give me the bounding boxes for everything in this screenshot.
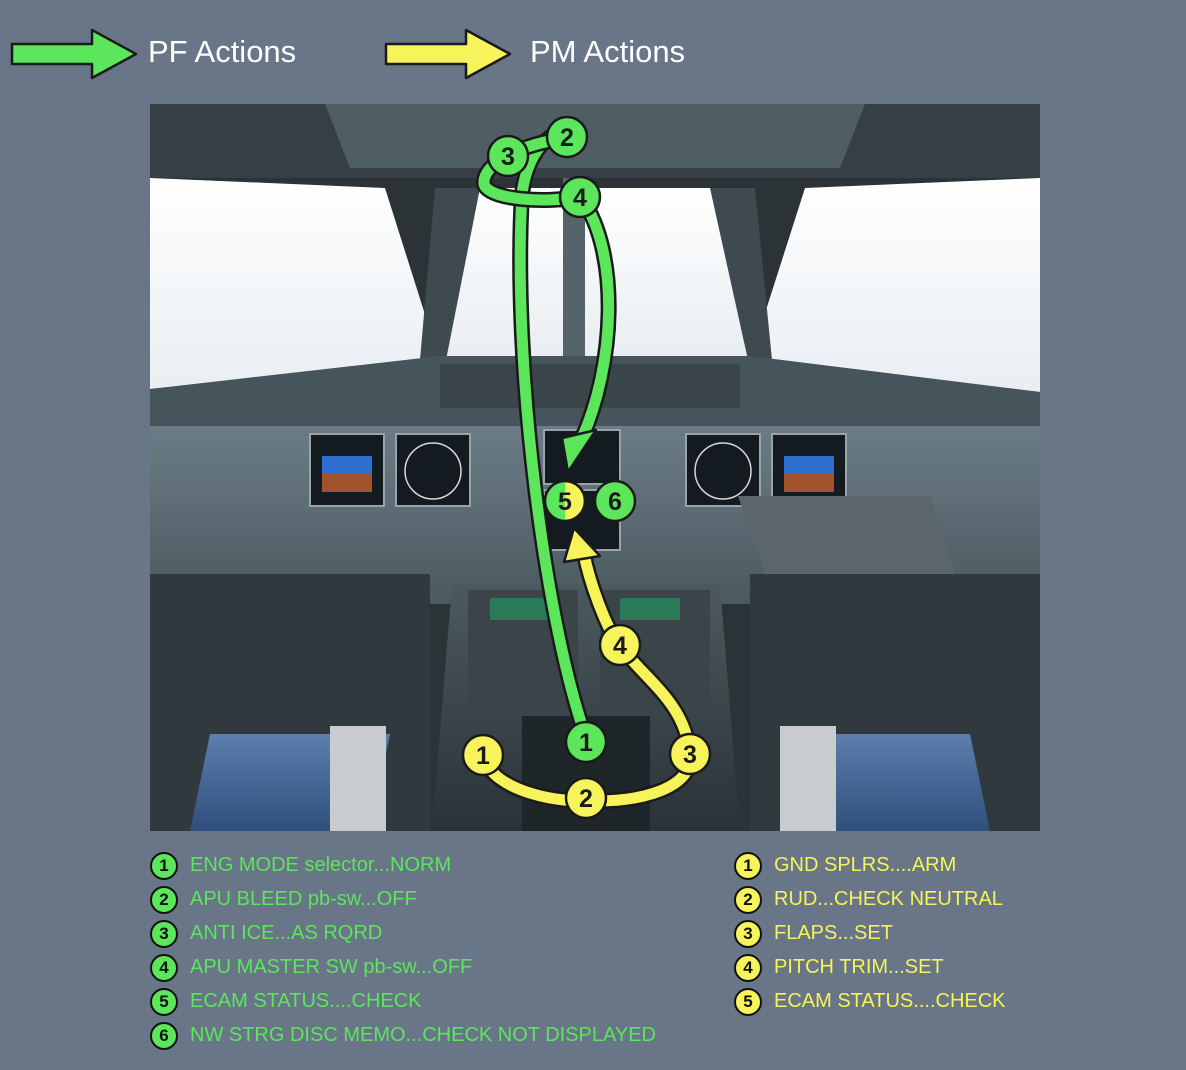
pf-marker-2: 2 bbox=[547, 117, 587, 157]
pf-action-text: ANTI ICE...AS RQRD bbox=[190, 922, 382, 945]
pf-action-text: APU MASTER SW pb-sw...OFF bbox=[190, 956, 472, 979]
step-number-badge: 2 bbox=[150, 886, 178, 914]
step-number-badge: 4 bbox=[150, 954, 178, 982]
pf-action-text: NW STRG DISC MEMO...CHECK NOT DISPLAYED bbox=[190, 1024, 656, 1047]
svg-text:1: 1 bbox=[476, 742, 490, 770]
svg-text:4: 4 bbox=[613, 632, 627, 660]
pm-action-text: PITCH TRIM...SET bbox=[774, 956, 944, 979]
step-number-badge: 1 bbox=[150, 852, 178, 880]
svg-text:4: 4 bbox=[573, 184, 587, 212]
step-number-badge: 6 bbox=[150, 1022, 178, 1050]
pf-marker-6: 6 bbox=[595, 481, 635, 521]
step-number-badge: 1 bbox=[734, 852, 762, 880]
pf-arrow-icon bbox=[10, 28, 138, 80]
svg-text:2: 2 bbox=[560, 124, 574, 152]
cockpit-photo: 1 2 3 4 5 6 1 2 3 4 bbox=[150, 104, 1040, 831]
pm-marker-4: 4 bbox=[600, 625, 640, 665]
step-number-badge: 2 bbox=[734, 886, 762, 914]
svg-text:1: 1 bbox=[579, 729, 593, 757]
pm-arrow-icon bbox=[384, 28, 512, 80]
step-number-badge: 3 bbox=[734, 920, 762, 948]
pm-action-text: ECAM STATUS....CHECK bbox=[774, 990, 1006, 1013]
pm-marker-1: 1 bbox=[463, 735, 503, 775]
legend-pf-label: PF Actions bbox=[148, 34, 296, 70]
pm-marker-3: 3 bbox=[670, 734, 710, 774]
pm-action-text: RUD...CHECK NEUTRAL bbox=[774, 888, 1003, 911]
svg-text:3: 3 bbox=[683, 741, 697, 769]
pm-marker-2: 2 bbox=[566, 778, 606, 818]
pm-action-text: GND SPLRS....ARM bbox=[774, 854, 956, 877]
svg-text:6: 6 bbox=[608, 488, 622, 516]
step-number-badge: 5 bbox=[734, 988, 762, 1016]
pm-action-text: FLAPS...SET bbox=[774, 922, 893, 945]
pf-action-text: ENG MODE selector...NORM bbox=[190, 854, 451, 877]
step-number-badge: 5 bbox=[150, 988, 178, 1016]
svg-text:3: 3 bbox=[501, 143, 515, 171]
pf-marker-3: 3 bbox=[488, 136, 528, 176]
legend-pm-label: PM Actions bbox=[530, 34, 685, 70]
pf-action-text: APU BLEED pb-sw...OFF bbox=[190, 888, 417, 911]
pf-marker-1: 1 bbox=[566, 722, 606, 762]
pf-action-text: ECAM STATUS....CHECK bbox=[190, 990, 422, 1013]
pf-marker-5: 5 bbox=[545, 481, 585, 521]
pf-marker-4: 4 bbox=[560, 177, 600, 217]
svg-text:2: 2 bbox=[579, 785, 593, 813]
svg-text:5: 5 bbox=[558, 488, 572, 516]
step-number-badge: 3 bbox=[150, 920, 178, 948]
step-number-badge: 4 bbox=[734, 954, 762, 982]
